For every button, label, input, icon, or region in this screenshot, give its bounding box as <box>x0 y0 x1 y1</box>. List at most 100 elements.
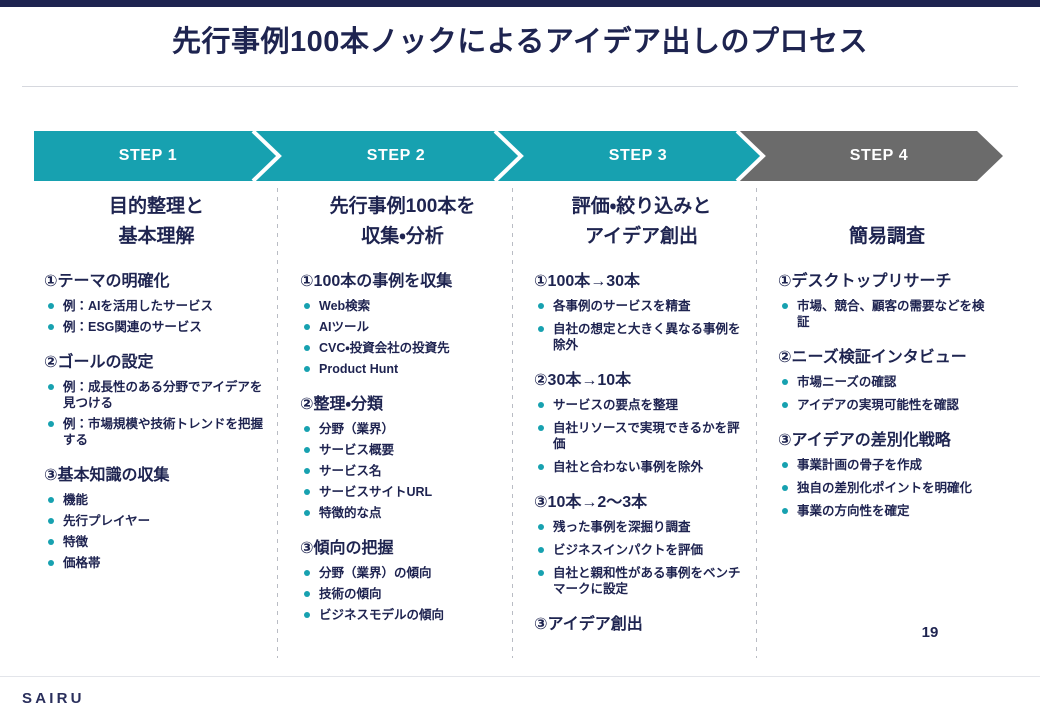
step-3-heading-line1: 評価・絞り込みと <box>571 196 712 217</box>
group: ③アイデア創出 <box>534 613 749 637</box>
step-3-heading-line2: アイデア創出 <box>584 226 699 247</box>
list-item: 分野（業界） <box>300 421 505 437</box>
list-item: AIツール <box>300 319 505 335</box>
step-2-column: 先行事例100本を 収集・分析 ①100本の事例を収集 Web検索 AIツール … <box>300 192 505 639</box>
group: ②整理・分類 分野（業界） サービス概要 サービス名 サービスサイトURL 特徴… <box>300 393 505 521</box>
bullet-list: 分野（業界）の傾向 技術の傾向 ビジネスモデルの傾向 <box>300 565 505 623</box>
list-item: 例：市場規模や技術トレンドを把握する <box>44 416 269 448</box>
bullet-list: 機能 先行プレイヤー 特徴 価格帯 <box>44 492 269 571</box>
list-item: 市場、競合、顧客の需要などを検証 <box>778 298 996 330</box>
bullet-list: 分野（業界） サービス概要 サービス名 サービスサイトURL 特徴的な点 <box>300 421 505 521</box>
step-4-heading-line1: 簡易調査 <box>848 226 925 247</box>
group: ①デスクトップリサーチ 市場、競合、顧客の需要などを検証 <box>778 270 996 330</box>
group-title: ①100本→30本 <box>534 273 641 290</box>
step-4-heading: 簡易調査 <box>778 222 996 252</box>
step-label-2[interactable]: STEP 2 <box>366 147 426 164</box>
step-2-shape <box>253 131 553 181</box>
chevron-separator-1 <box>251 131 282 181</box>
group-title: ①100本の事例を収集 <box>300 273 453 290</box>
chevron-separator-2 <box>493 131 524 181</box>
step-2-heading-line1: 先行事例100本を <box>329 196 476 217</box>
step-3-column: 評価・絞り込みと アイデア創出 ①100本→30本 各事例のサービスを精査 自社… <box>534 192 749 653</box>
group-title: ①テーマの明確化 <box>44 273 170 290</box>
top-accent-bar <box>0 0 1040 7</box>
step-1-shape <box>34 131 311 181</box>
list-item: 例：ESG関連のサービス <box>44 319 269 335</box>
step-1-heading-line2: 基本理解 <box>118 226 195 247</box>
list-item: 事業計画の骨子を作成 <box>778 457 996 473</box>
list-item: Web検索 <box>300 298 505 314</box>
group-title: ①デスクトップリサーチ <box>778 273 952 290</box>
step-arrow-banner <box>34 131 1003 181</box>
step-label-3[interactable]: STEP 3 <box>608 147 668 164</box>
chevron-separator-3 <box>735 131 766 181</box>
group-title: ②ニーズ検証インタビュー <box>778 349 967 366</box>
list-item: 例：成長性のある分野でアイデアを見つける <box>44 379 269 411</box>
group-title: ②30本→10本 <box>534 372 632 389</box>
list-item: 事業の方向性を確定 <box>778 503 996 519</box>
step-label-4[interactable]: STEP 4 <box>849 147 909 164</box>
bullet-list: 市場ニーズの確認 アイデアの実現可能性を確認 <box>778 374 996 413</box>
list-item: Product Hunt <box>300 361 505 377</box>
list-item: 自社リソースで実現できるかを評価 <box>534 420 749 452</box>
step-3-shape <box>495 131 795 181</box>
list-item: 自社の想定と大きく異なる事例を除外 <box>534 321 749 353</box>
bullet-list: 例：AIを活用したサービス 例：ESG関連のサービス <box>44 298 269 335</box>
group: ①100本の事例を収集 Web検索 AIツール CVC・投資会社の投資先 Pro… <box>300 270 505 377</box>
list-item: 市場ニーズの確認 <box>778 374 996 390</box>
page-number: 19 <box>921 624 939 641</box>
list-item: 価格帯 <box>44 555 269 571</box>
list-item: 分野（業界）の傾向 <box>300 565 505 581</box>
footer-divider <box>0 676 1040 677</box>
column-divider-1 <box>277 188 278 658</box>
bullet-list: 各事例のサービスを精査 自社の想定と大きく異なる事例を除外 <box>534 298 749 353</box>
step-3-heading: 評価・絞り込みと アイデア創出 <box>534 192 749 252</box>
list-item: 独自の差別化ポイントを明確化 <box>778 480 996 496</box>
group: ②ゴールの設定 例：成長性のある分野でアイデアを見つける 例：市場規模や技術トレ… <box>44 351 269 448</box>
list-item: 残った事例を深掘り調査 <box>534 519 749 535</box>
group: ②ニーズ検証インタビュー 市場ニーズの確認 アイデアの実現可能性を確認 <box>778 346 996 413</box>
step-2-heading: 先行事例100本を 収集・分析 <box>300 192 505 252</box>
bullet-list: 残った事例を深掘り調査 ビジネスインパクトを評価 自社と親和性がある事例をベンチ… <box>534 519 749 597</box>
group: ③傾向の把握 分野（業界）の傾向 技術の傾向 ビジネスモデルの傾向 <box>300 537 505 623</box>
step-4-shape <box>737 131 1003 181</box>
group-title: ③アイデア創出 <box>534 616 643 633</box>
column-divider-2 <box>512 188 513 658</box>
bullet-list: 例：成長性のある分野でアイデアを見つける 例：市場規模や技術トレンドを把握する <box>44 379 269 448</box>
bullet-list: 事業計画の骨子を作成 独自の差別化ポイントを明確化 事業の方向性を確定 <box>778 457 996 519</box>
group: ③基本知識の収集 機能 先行プレイヤー 特徴 価格帯 <box>44 464 269 571</box>
list-item: 特徴的な点 <box>300 505 505 521</box>
step-1-column: 目的整理と 基本理解 ①テーマの明確化 例：AIを活用したサービス 例：ESG関… <box>44 192 269 587</box>
sairu-logo: SAIRU <box>22 690 85 707</box>
list-item: CVC・投資会社の投資先 <box>300 340 505 356</box>
step-1-heading: 目的整理と 基本理解 <box>44 192 269 252</box>
list-item: 各事例のサービスを精査 <box>534 298 749 314</box>
bullet-list: Web検索 AIツール CVC・投資会社の投資先 Product Hunt <box>300 298 505 377</box>
group-title: ③アイデアの差別化戦略 <box>778 432 951 449</box>
list-item: サービスサイトURL <box>300 484 505 500</box>
list-item: アイデアの実現可能性を確認 <box>778 397 996 413</box>
group-title: ③傾向の把握 <box>300 540 394 557</box>
group: ③アイデアの差別化戦略 事業計画の骨子を作成 独自の差別化ポイントを明確化 事業… <box>778 429 996 519</box>
bullet-list: サービスの要点を整理 自社リソースで実現できるかを評価 自社と合わない事例を除外 <box>534 397 749 475</box>
group-title: ②ゴールの設定 <box>44 354 154 371</box>
list-item: 自社と合わない事例を除外 <box>534 459 749 475</box>
group-title: ③10本→2〜3本 <box>534 494 648 511</box>
page-title: 先行事例100本ノックによるアイデア出しのプロセス <box>172 26 868 58</box>
list-item: サービスの要点を整理 <box>534 397 749 413</box>
group: ①100本→30本 各事例のサービスを精査 自社の想定と大きく異なる事例を除外 <box>534 270 749 353</box>
column-divider-3 <box>756 188 757 658</box>
group-title: ③基本知識の収集 <box>44 467 170 484</box>
list-item: ビジネスインパクトを評価 <box>534 542 749 558</box>
bullet-list: 市場、競合、顧客の需要などを検証 <box>778 298 996 330</box>
list-item: 自社と親和性がある事例をベンチマークに設定 <box>534 565 749 597</box>
list-item: サービス名 <box>300 463 505 479</box>
step-4-column: 簡易調査 ①デスクトップリサーチ 市場、競合、顧客の需要などを検証 ②ニーズ検証… <box>778 192 996 535</box>
list-item: 先行プレイヤー <box>44 513 269 529</box>
group-title: ②整理・分類 <box>300 396 383 413</box>
step-1-heading-line1: 目的整理と <box>108 196 204 217</box>
group: ①テーマの明確化 例：AIを活用したサービス 例：ESG関連のサービス <box>44 270 269 335</box>
step-label-1[interactable]: STEP 1 <box>118 147 178 164</box>
list-item: 例：AIを活用したサービス <box>44 298 269 314</box>
list-item: サービス概要 <box>300 442 505 458</box>
